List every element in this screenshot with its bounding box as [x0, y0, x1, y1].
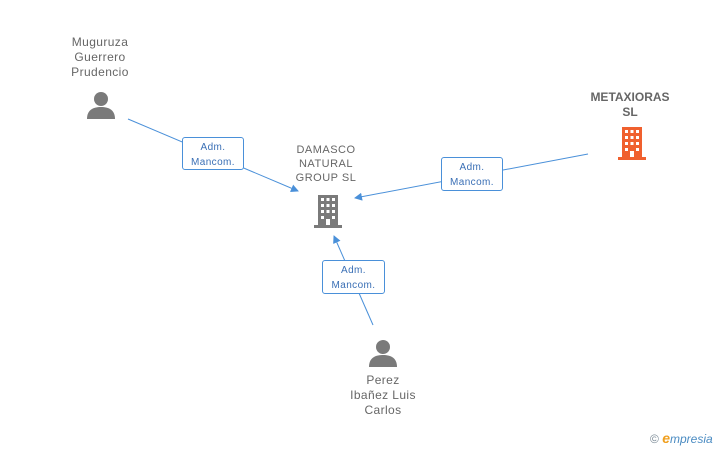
brand-logo-initial: e — [662, 430, 670, 446]
edge-label-line: Mancom. — [331, 280, 376, 291]
edge-label-metaxioras-damasco[interactable]: Adm. Mancom. — [441, 157, 503, 191]
copyright-symbol: © — [650, 432, 659, 446]
building-icon[interactable] — [616, 125, 648, 161]
company-node-label-metaxioras[interactable]: METAXIORAS SL — [580, 90, 680, 120]
name-line: Prudencio — [71, 65, 129, 79]
person-icon[interactable] — [86, 90, 116, 120]
name-line: SL — [622, 105, 638, 119]
edge-label-line: Mancom. — [191, 157, 235, 168]
name-line: Carlos — [364, 403, 402, 417]
edge-label-line: Adm. — [341, 265, 366, 276]
brand-logo-text: mpresia — [669, 432, 713, 446]
edge-label-line: Adm. — [200, 142, 226, 153]
name-line: Ibañez Luis — [350, 388, 416, 402]
name-line: Perez — [366, 373, 400, 387]
name-line: GROUP SL — [295, 172, 357, 184]
company-node-label-damasco[interactable]: DAMASCO NATURAL GROUP SL — [286, 143, 366, 185]
name-line: Muguruza — [71, 35, 129, 49]
building-icon[interactable] — [312, 193, 344, 229]
person-icon[interactable] — [368, 338, 398, 368]
edge-label-line: Adm. — [459, 162, 485, 173]
brand-footer: © empresia — [650, 430, 726, 448]
name-line: Guerrero — [74, 50, 126, 64]
name-line: NATURAL — [298, 158, 354, 170]
person-node-label-perez[interactable]: Perez Ibañez Luis Carlos — [336, 373, 430, 418]
name-line: DAMASCO — [296, 144, 356, 156]
edge-label-perez-damasco[interactable]: Adm. Mancom. — [322, 260, 385, 294]
edge-label-line: Mancom. — [450, 177, 494, 188]
name-line: METAXIORAS — [590, 90, 670, 104]
person-node-label-muguruza[interactable]: Muguruza Guerrero Prudencio — [58, 35, 142, 80]
edge-label-muguruza-damasco[interactable]: Adm. Mancom. — [182, 137, 244, 170]
